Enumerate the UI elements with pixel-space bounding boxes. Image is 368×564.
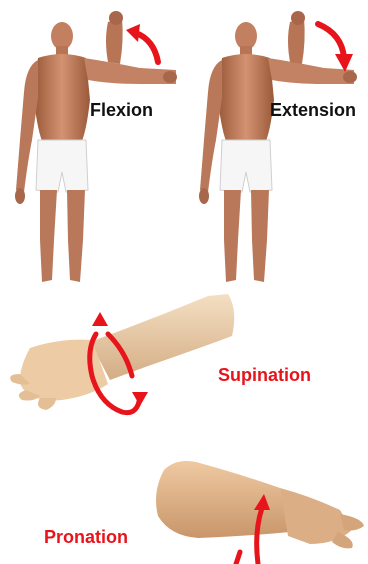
extension-body-illustration (184, 0, 368, 290)
forearm (156, 461, 290, 538)
fist (109, 11, 123, 25)
flexion-figure: Flexion (0, 0, 184, 290)
torso (34, 54, 90, 145)
supination-label: Supination (218, 365, 311, 386)
left-arm (16, 60, 38, 192)
right-forearm (288, 18, 305, 64)
curved-arrow-icon (318, 24, 344, 58)
shorts (36, 140, 88, 192)
extension-figure: Extension (184, 0, 368, 290)
curved-arrow-icon (136, 33, 158, 62)
right-leg (67, 190, 85, 282)
rotation-arrow-icon (257, 508, 262, 564)
left-leg (40, 190, 57, 282)
supination-figure: Supination (0, 290, 368, 440)
torso (218, 54, 274, 145)
supination-forearm-illustration (0, 290, 368, 440)
extension-label: Extension (270, 100, 356, 121)
pronation-figure: Pronation (0, 440, 368, 564)
right-forearm (106, 18, 123, 64)
flexion-body-illustration (0, 0, 184, 290)
head (51, 22, 73, 50)
shorts (220, 140, 272, 192)
flexion-label: Flexion (90, 100, 153, 121)
right-upper-arm (84, 58, 176, 84)
pronation-label: Pronation (44, 527, 128, 548)
hand (20, 340, 108, 401)
